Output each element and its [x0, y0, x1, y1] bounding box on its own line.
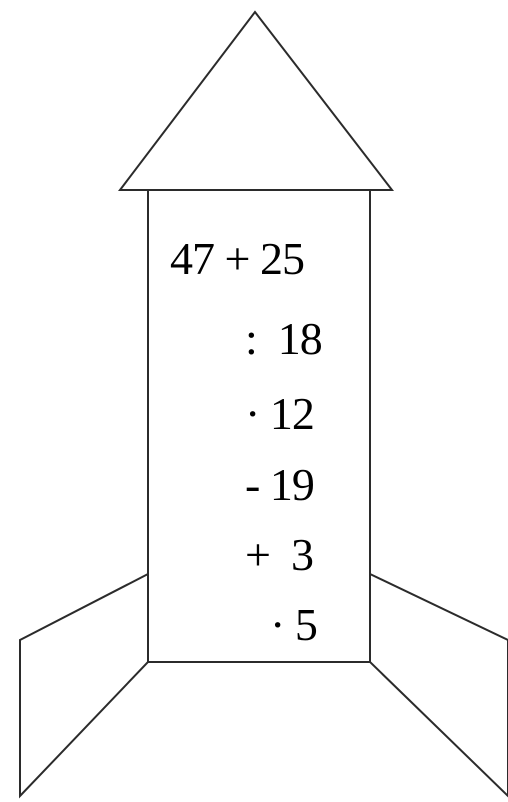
rocket-nose-cone [120, 12, 392, 190]
expression-step-divide: : 18 [245, 316, 322, 362]
expression-step-multiply: · 12 [245, 391, 314, 437]
expression-step-subtract: - 19 [245, 462, 314, 508]
rocket-left-fin [20, 574, 148, 796]
expression-start: 47 + 25 [170, 236, 304, 282]
rocket-right-fin [370, 574, 508, 796]
expression-step-add: + 3 [245, 532, 313, 578]
expression-step-multiply-final: · 5 [270, 602, 317, 648]
